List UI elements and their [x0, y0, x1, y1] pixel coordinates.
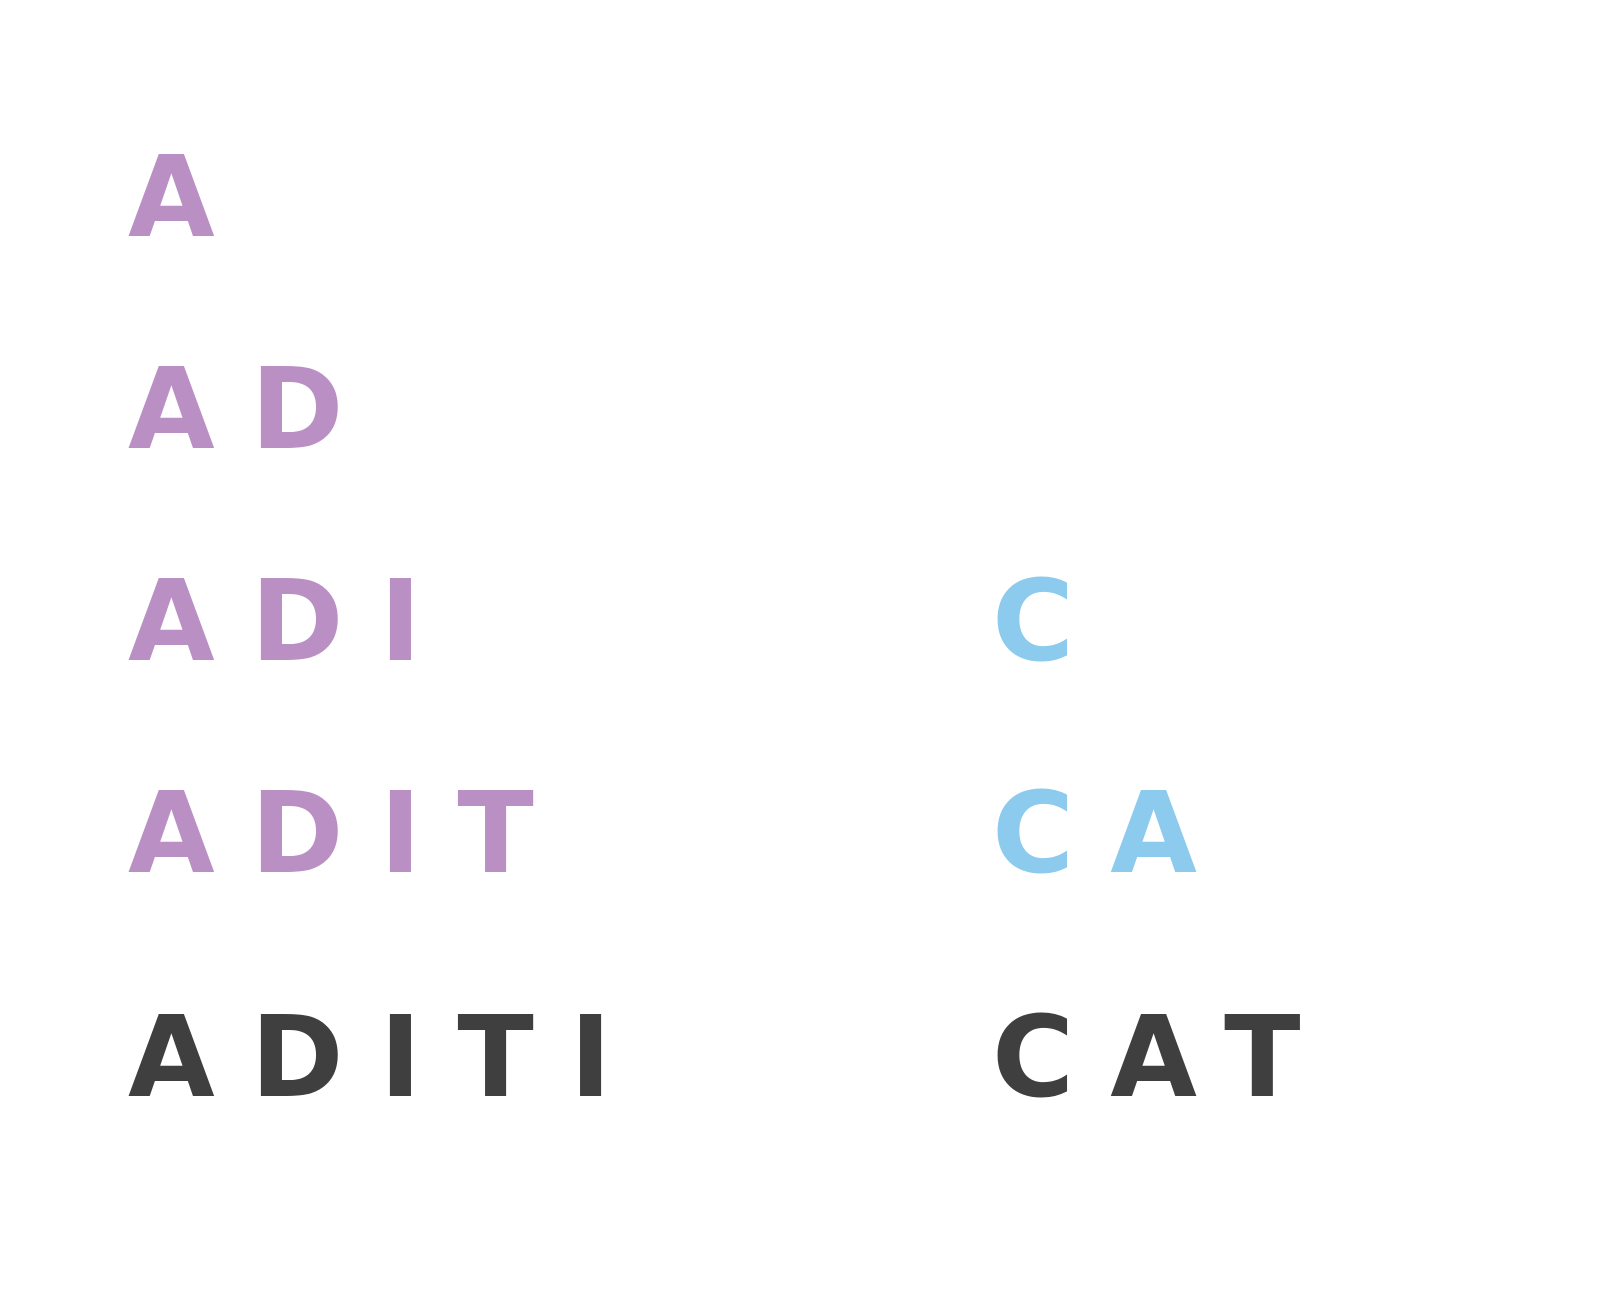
word-a: A [128, 133, 251, 263]
word-aditi: ADITI [128, 993, 648, 1123]
word-cat: CAT [992, 993, 1337, 1123]
word-adi: ADI [128, 557, 458, 687]
word-ad: AD [128, 345, 380, 475]
word-ca: CA [992, 769, 1233, 899]
word-c: C [992, 557, 1111, 687]
word-adit: ADIT [128, 769, 570, 899]
